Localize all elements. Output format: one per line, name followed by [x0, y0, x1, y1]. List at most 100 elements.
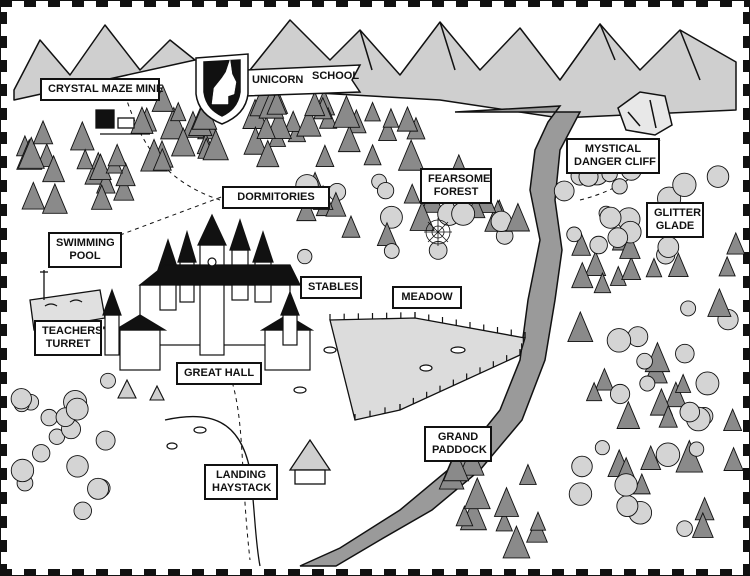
label-landing-haystack[interactable]: LANDING HAYSTACK: [204, 464, 278, 500]
pine-tree: [455, 504, 474, 527]
round-tree: [607, 227, 629, 248]
border-check: [72, 0, 84, 7]
border-check: [0, 180, 7, 192]
border-check: [0, 276, 7, 288]
border-check: [480, 569, 492, 576]
label-text: GREAT HALL: [184, 367, 255, 379]
round-tree: [73, 501, 92, 521]
pine-tree: [243, 126, 268, 155]
label-text: FEARSOME: [428, 173, 491, 185]
border-check: [743, 468, 750, 480]
pine-tree: [364, 101, 382, 122]
round-tree: [611, 178, 628, 195]
border-check: [672, 569, 684, 576]
border-check: [0, 540, 7, 552]
pine-tree: [90, 183, 113, 210]
border-check: [0, 516, 7, 528]
border-check: [96, 0, 108, 7]
pine-tree: [658, 404, 678, 428]
pine-tree: [718, 255, 736, 277]
pine-tree: [377, 118, 398, 142]
border-check: [743, 396, 750, 408]
border-check: [743, 84, 750, 96]
border-check: [648, 0, 660, 7]
pine-tree: [296, 196, 317, 222]
round-tree: [566, 226, 582, 243]
border-check: [96, 569, 108, 576]
pine-tree: [170, 101, 187, 122]
label-great-hall[interactable]: GREAT HALL: [176, 362, 262, 385]
label-teachers-turret[interactable]: TEACHERS' TURRET: [34, 320, 105, 356]
pine-tree: [315, 144, 335, 167]
pine-tree: [594, 367, 615, 391]
border-check: [192, 569, 204, 576]
pine-tree: [41, 182, 68, 214]
label-meadow[interactable]: MEADOW: [392, 286, 462, 309]
label-text: TURRET: [45, 338, 91, 350]
border-check: [743, 444, 750, 456]
pine-tree: [691, 511, 714, 538]
border-check: [743, 60, 750, 72]
pine-tree: [409, 200, 435, 231]
border-check: [576, 0, 588, 7]
border-check: [144, 0, 156, 7]
label-swimming-pool[interactable]: SWIMMING POOL: [48, 232, 122, 268]
border-check: [120, 569, 132, 576]
label-text: CRYSTAL MAZE MINE: [48, 83, 164, 95]
banner-word-unicorn: UNICORN: [252, 74, 304, 86]
border-check: [0, 564, 7, 576]
border-check: [312, 0, 324, 7]
border-check: [0, 492, 7, 504]
border-check: [24, 569, 36, 576]
label-text: FOREST: [433, 186, 479, 198]
pine-tree: [42, 154, 66, 183]
pine-tree: [341, 214, 361, 238]
border-check: [120, 0, 132, 7]
pine-tree: [609, 265, 627, 286]
border-check: [744, 0, 750, 7]
border-check: [168, 569, 180, 576]
pine-tree: [463, 476, 491, 510]
pine-tree: [616, 400, 641, 429]
round-tree: [616, 495, 639, 518]
label-stables[interactable]: STABLES: [300, 276, 362, 299]
label-crystal-maze-mine[interactable]: CRYSTAL MAZE MINE: [40, 78, 164, 101]
label-mystical-danger-cliff[interactable]: MYSTICAL DANGER CLIFF: [566, 138, 660, 174]
pine-tree: [115, 161, 136, 187]
border-check: [216, 0, 228, 7]
border-check: [696, 569, 708, 576]
pine-tree: [396, 105, 419, 132]
pine-tree: [707, 287, 732, 317]
border-check: [696, 0, 708, 7]
pine-tree: [722, 408, 743, 432]
border-check: [360, 0, 372, 7]
pine-tree: [32, 119, 54, 145]
label-text: STABLES: [308, 281, 359, 293]
border-check: [0, 132, 7, 144]
border-check: [743, 300, 750, 312]
border-check: [0, 348, 7, 360]
pine-tree: [403, 183, 421, 204]
pine-tree: [152, 147, 172, 171]
border-check: [743, 156, 750, 168]
round-tree: [66, 455, 89, 478]
round-tree: [451, 201, 476, 226]
round-tree: [655, 442, 681, 467]
label-grand-paddock[interactable]: GRAND PADDOCK: [424, 426, 492, 462]
border-check: [743, 276, 750, 288]
pine-tree: [726, 231, 746, 255]
border-check: [192, 0, 204, 7]
mine-entrance: [95, 109, 150, 135]
label-dormitories[interactable]: DORMITORIES: [222, 186, 330, 209]
round-tree: [680, 300, 697, 317]
border-check: [0, 228, 7, 240]
border-check: [504, 0, 516, 7]
pine-tree: [256, 115, 276, 140]
label-fearsome-forest[interactable]: FEARSOME FOREST: [420, 168, 492, 204]
border-check: [312, 569, 324, 576]
border-check: [48, 569, 60, 576]
border-check: [0, 396, 7, 408]
border-check: [720, 569, 732, 576]
label-glitter-glade[interactable]: GLITTER GLADE: [646, 202, 704, 238]
border-check: [743, 348, 750, 360]
